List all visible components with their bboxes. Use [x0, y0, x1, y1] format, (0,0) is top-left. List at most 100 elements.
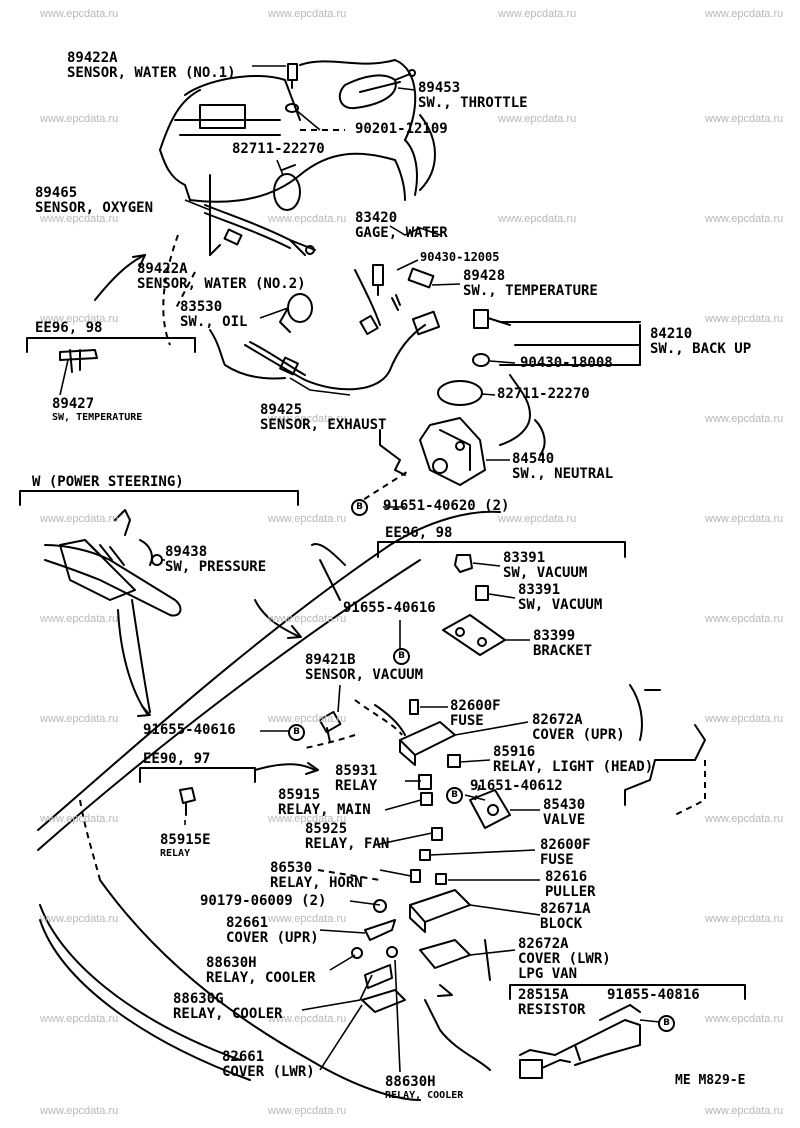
part-callout[interactable]: 86530 RELAY, HORN: [270, 861, 363, 891]
part-callout[interactable]: 82672A COVER (LWR): [518, 937, 611, 967]
part-number: 89425: [260, 402, 303, 418]
part-callout[interactable]: 89465 SENSOR, OXYGEN: [35, 186, 153, 216]
part-number: 89422A: [137, 261, 188, 277]
part-callout[interactable]: 82711-22270: [232, 142, 325, 157]
part-callout[interactable]: 91651-40620 (2): [383, 499, 509, 514]
part-name: SW, PRESSURE: [165, 559, 267, 575]
part-number: 86530: [270, 860, 313, 876]
part-name: SENSOR, OXYGEN: [35, 200, 154, 216]
part-callout[interactable]: 85915E RELAY: [160, 833, 211, 860]
part-name: BRACKET: [533, 643, 593, 659]
part-callout[interactable]: 83530 SW., OIL: [180, 300, 247, 330]
part-name: SENSOR, WATER (NO.2): [137, 276, 306, 292]
vacuum-switches-drawing: [442, 554, 506, 656]
part-name: SW, VACUUM: [503, 565, 588, 581]
part-callout[interactable]: 89427 SW, TEMPERATURE: [52, 397, 142, 424]
part-name: BLOCK: [540, 916, 583, 932]
part-callout[interactable]: 89422A SENSOR, WATER (NO.1): [67, 51, 236, 81]
ee96-temp-switch-drawing: [59, 349, 98, 373]
part-callout[interactable]: 83420 GAGE, WATER: [355, 211, 448, 241]
part-callout[interactable]: 85931 RELAY: [335, 764, 377, 794]
part-name: SW., OIL: [180, 314, 248, 330]
part-callout[interactable]: 82600F FUSE: [540, 838, 591, 868]
part-callout[interactable]: 91651-40612: [470, 779, 563, 794]
part-name: SW, VACUUM: [518, 597, 603, 613]
watermark: www.epcdata.ru: [498, 113, 577, 125]
watermark: www.epcdata.ru: [268, 613, 347, 625]
part-name: RELAY, COOLER: [206, 970, 316, 986]
part-callout[interactable]: 82661 COVER (UPR): [226, 916, 319, 946]
part-callout[interactable]: 90430-12005: [420, 250, 499, 265]
part-name: COVER (UPR): [226, 930, 319, 946]
part-number: 88630G: [173, 991, 224, 1007]
part-callout[interactable]: 85925 RELAY, FAN: [305, 822, 389, 852]
figure-code: ME M829-E: [675, 1073, 746, 1088]
part-callout[interactable]: 89453 SW., THROTTLE: [418, 81, 528, 111]
group-label-ee96: EE96, 98: [35, 320, 103, 336]
part-callout[interactable]: 90179-06009 (2): [200, 894, 326, 909]
part-callout[interactable]: 82616 PULLER: [545, 870, 596, 900]
part-callout[interactable]: 28515A RESISTOR: [518, 988, 585, 1018]
watermark: www.epcdata.ru: [705, 113, 784, 125]
part-callout[interactable]: 91655-40816: [607, 988, 700, 1003]
part-callout[interactable]: 82661 COVER (LWR): [222, 1050, 315, 1080]
part-number: 89428: [463, 268, 506, 284]
part-callout[interactable]: 82671A BLOCK: [540, 902, 591, 932]
part-callout[interactable]: 89422A SENSOR, WATER (NO.2): [137, 262, 306, 292]
watermark: www.epcdata.ru: [268, 1105, 347, 1117]
part-callout[interactable]: 89438 SW, PRESSURE: [165, 545, 266, 575]
part-number: 82672A: [518, 936, 569, 952]
part-callout[interactable]: 89428 SW., TEMPERATURE: [463, 269, 598, 299]
watermark: www.epcdata.ru: [40, 313, 119, 325]
watermark: www.epcdata.ru: [705, 213, 784, 225]
ee90-relay-drawing: [179, 787, 196, 816]
part-callout[interactable]: 82711-22270: [497, 387, 590, 402]
part-callout[interactable]: 85916 RELAY, LIGHT (HEAD): [493, 745, 653, 775]
part-callout[interactable]: 82672A COVER (UPR): [532, 713, 625, 743]
part-number: 89422A: [67, 50, 118, 66]
vacuum-sensor-drawing: [318, 710, 342, 743]
resistor-drawing: [519, 1004, 641, 1079]
watermark: www.epcdata.ru: [40, 713, 119, 725]
part-callout[interactable]: 91655-40616: [343, 601, 436, 616]
watermark: www.epcdata.ru: [705, 1105, 784, 1117]
watermark: www.epcdata.ru: [498, 513, 577, 525]
neutral-switch-drawing: [419, 380, 486, 486]
watermark: www.epcdata.ru: [268, 8, 347, 20]
part-callout[interactable]: 83399 BRACKET: [533, 629, 592, 659]
part-number: 83391: [518, 582, 561, 598]
part-callout[interactable]: 83391 SW, VACUUM: [503, 551, 587, 581]
part-callout[interactable]: 85430 VALVE: [543, 798, 585, 828]
part-callout[interactable]: 82600F FUSE: [450, 699, 501, 729]
part-callout[interactable]: 84210 SW., BACK UP: [650, 327, 751, 357]
part-callout[interactable]: 88630G RELAY, COOLER: [173, 992, 283, 1022]
watermark: www.epcdata.ru: [268, 213, 347, 225]
part-name: RELAY, MAIN: [278, 802, 371, 818]
watermark: www.epcdata.ru: [705, 1013, 784, 1025]
bolt-marker: B: [351, 499, 368, 516]
part-number: 83399: [533, 628, 576, 644]
part-callout[interactable]: 90430-18008: [520, 356, 613, 371]
part-name: COVER (UPR): [532, 727, 625, 743]
watermark: www.epcdata.ru: [268, 413, 347, 425]
watermark: www.epcdata.ru: [40, 913, 119, 925]
watermark: www.epcdata.ru: [705, 613, 784, 625]
part-number: 83420: [355, 210, 398, 226]
part-number: 89465: [35, 185, 78, 201]
part-callout[interactable]: 83391 SW, VACUUM: [518, 583, 602, 613]
part-name: RELAY: [335, 778, 378, 794]
bolt-marker: B: [288, 724, 305, 741]
part-name: GAGE, WATER: [355, 225, 448, 241]
part-callout[interactable]: 91655-40616: [143, 723, 236, 738]
part-callout[interactable]: 89421B SENSOR, VACUUM: [305, 653, 423, 683]
part-callout[interactable]: 85915 RELAY, MAIN: [278, 788, 371, 818]
part-callout[interactable]: 89425 SENSOR, EXHAUST: [260, 403, 386, 433]
part-name: SW., BACK UP: [650, 341, 752, 357]
part-callout[interactable]: 88630H RELAY, COOLER: [206, 956, 316, 986]
part-number: 91651-40620 (2): [383, 498, 510, 514]
part-callout[interactable]: 88630H RELAY, COOLER: [385, 1075, 463, 1102]
part-callout[interactable]: 90201-12109: [355, 122, 448, 137]
part-callout[interactable]: 84540 SW., NEUTRAL: [512, 452, 613, 482]
